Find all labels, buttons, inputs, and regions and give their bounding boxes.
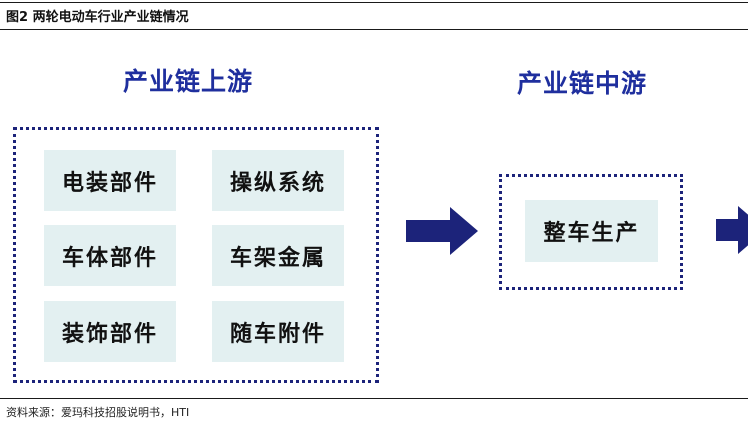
midstream-box	[499, 174, 683, 290]
upstream-item-trim: 装饰部件	[44, 301, 176, 362]
bottom-rule	[0, 398, 748, 399]
upstream-title: 产业链上游	[123, 67, 254, 96]
midstream-title: 产业链中游	[517, 69, 648, 98]
flow-arrow-icon	[716, 206, 748, 254]
upstream-item-accessories: 随车附件	[212, 301, 344, 362]
midstream-item-vehicle-production: 整车生产	[525, 200, 658, 262]
flow-arrow-icon	[406, 207, 478, 255]
title-underline	[0, 29, 748, 30]
source-note: 资料来源：爱玛科技招股说明书，HTI	[6, 406, 190, 419]
upstream-item-control-system: 操纵系统	[212, 150, 344, 211]
figure-title: 图2 两轮电动车行业产业链情况	[6, 10, 189, 25]
upstream-item-frame-metal: 车架金属	[212, 225, 344, 286]
top-rule	[0, 2, 748, 3]
upstream-item-electrical: 电装部件	[44, 150, 176, 211]
upstream-box	[13, 127, 379, 383]
upstream-item-body: 车体部件	[44, 225, 176, 286]
